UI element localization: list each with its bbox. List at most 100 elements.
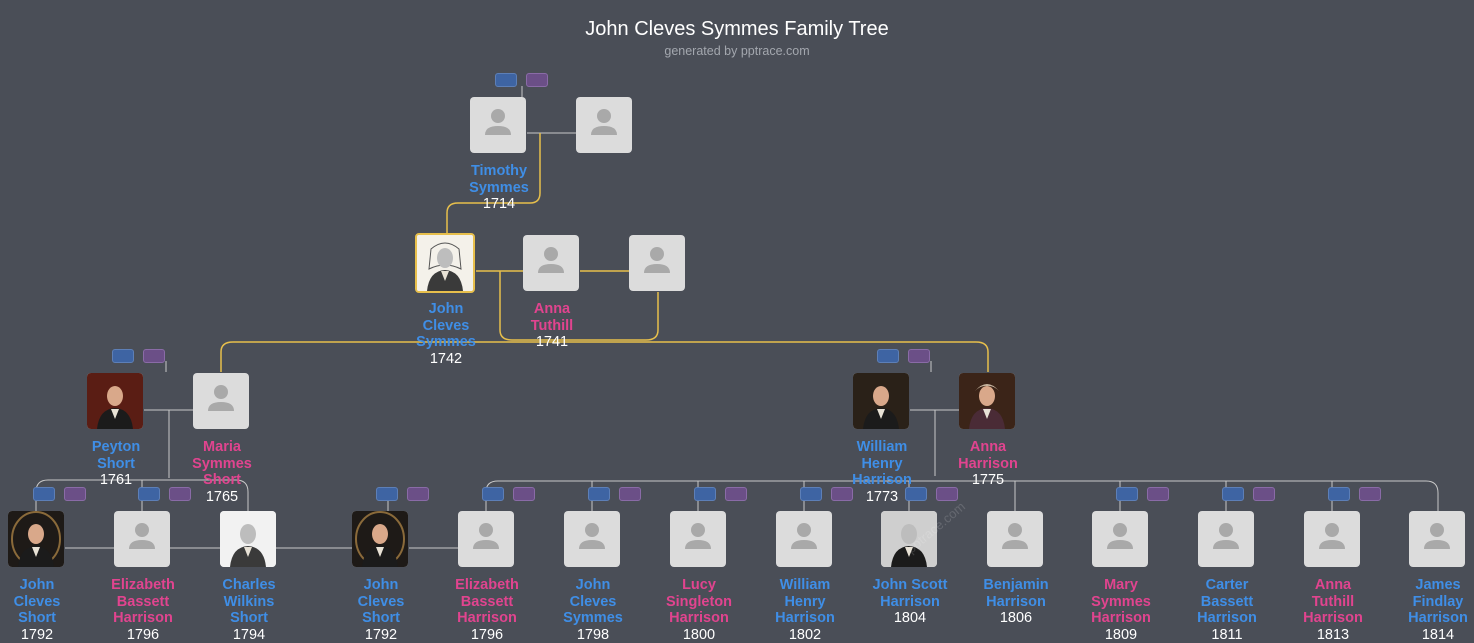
expand-toggle[interactable] [482,487,504,501]
expand-toggle[interactable] [1222,487,1244,501]
expand-toggle[interactable] [495,73,517,87]
portrait-photo[interactable] [220,511,276,567]
expand-toggle[interactable] [1147,487,1169,501]
expand-toggle[interactable] [64,487,86,501]
expand-toggle[interactable] [407,487,429,501]
name-line: Harrison [1066,610,1176,627]
expand-toggle[interactable] [138,487,160,501]
name-line: Maria [167,439,277,456]
portrait-photo[interactable] [415,233,475,293]
birth-year: 1800 [644,627,754,643]
person-placeholder-icon[interactable] [776,511,832,567]
birth-year: 1796 [432,627,542,643]
birth-year: 1773 [827,489,937,506]
expand-toggle[interactable] [1253,487,1275,501]
name-line: Tuthill [497,318,607,335]
name-line: William [750,577,860,594]
birth-year: 1742 [391,351,501,368]
person-placeholder-icon[interactable] [523,235,579,291]
person-placeholder-icon[interactable] [1304,511,1360,567]
expand-toggle[interactable] [877,349,899,363]
expand-toggle[interactable] [143,349,165,363]
expand-toggle[interactable] [619,487,641,501]
name-line: Elizabeth [432,577,542,594]
name-line: Wilkins [194,594,304,611]
name-line: Anna [933,439,1043,456]
name-line: Anna [497,301,607,318]
name-line: Tuthill [1278,594,1388,611]
expand-toggle[interactable] [1116,487,1138,501]
person-placeholder-icon[interactable] [564,511,620,567]
expand-toggle[interactable] [800,487,822,501]
person-placeholder-icon[interactable] [114,511,170,567]
person-placeholder-icon[interactable] [458,511,514,567]
expand-toggle[interactable] [112,349,134,363]
expand-toggle[interactable] [1328,487,1350,501]
name-line: Singleton [644,594,754,611]
name-line: John [326,577,436,594]
name-line: John [0,577,92,594]
name-line: Carter [1172,577,1282,594]
name-line: Symmes [538,610,648,627]
name-line: Peyton [61,439,171,456]
name-line: Harrison [432,610,542,627]
name-line: Short [326,610,436,627]
expand-toggle[interactable] [694,487,716,501]
birth-year: 1794 [194,627,304,643]
portrait-photo[interactable] [87,373,143,429]
name-line: Symmes [1066,594,1176,611]
name-line: Harrison [855,594,965,611]
person-placeholder-icon[interactable] [1409,511,1465,567]
birth-year: 1741 [497,334,607,351]
person-placeholder-icon[interactable] [1198,511,1254,567]
portrait-photo[interactable] [959,373,1015,429]
name-line: Harrison [1172,610,1282,627]
name-line: Bassett [432,594,542,611]
name-line: Lucy [644,577,754,594]
birth-year: 1792 [326,627,436,643]
portrait-photo[interactable] [8,511,64,567]
name-line: John Scott [855,577,965,594]
expand-toggle[interactable] [588,487,610,501]
birth-year: 1798 [538,627,648,643]
portrait-photo[interactable] [352,511,408,567]
name-line: John [538,577,648,594]
birth-year: 1792 [0,627,92,643]
portrait-photo[interactable] [853,373,909,429]
person-placeholder-icon[interactable] [1092,511,1148,567]
person-placeholder-icon[interactable] [987,511,1043,567]
expand-toggle[interactable] [908,349,930,363]
person-placeholder-icon[interactable] [629,235,685,291]
name-line: Charles [194,577,304,594]
birth-year: 1775 [933,472,1043,489]
expand-toggle[interactable] [526,73,548,87]
expand-toggle[interactable] [376,487,398,501]
expand-toggle[interactable] [936,487,958,501]
name-line: Timothy [444,163,554,180]
expand-toggle[interactable] [725,487,747,501]
person-placeholder-icon[interactable] [670,511,726,567]
expand-toggle[interactable] [1359,487,1381,501]
name-line: Harrison [933,456,1043,473]
expand-toggle[interactable] [33,487,55,501]
name-line: James [1383,577,1474,594]
name-line: Findlay [1383,594,1474,611]
birth-year: 1814 [1383,627,1474,643]
birth-year: 1811 [1172,627,1282,643]
expand-toggle[interactable] [513,487,535,501]
person-placeholder-icon[interactable] [470,97,526,153]
name-line: Henry [827,456,937,473]
person-placeholder-icon[interactable] [576,97,632,153]
person-placeholder-icon[interactable] [193,373,249,429]
